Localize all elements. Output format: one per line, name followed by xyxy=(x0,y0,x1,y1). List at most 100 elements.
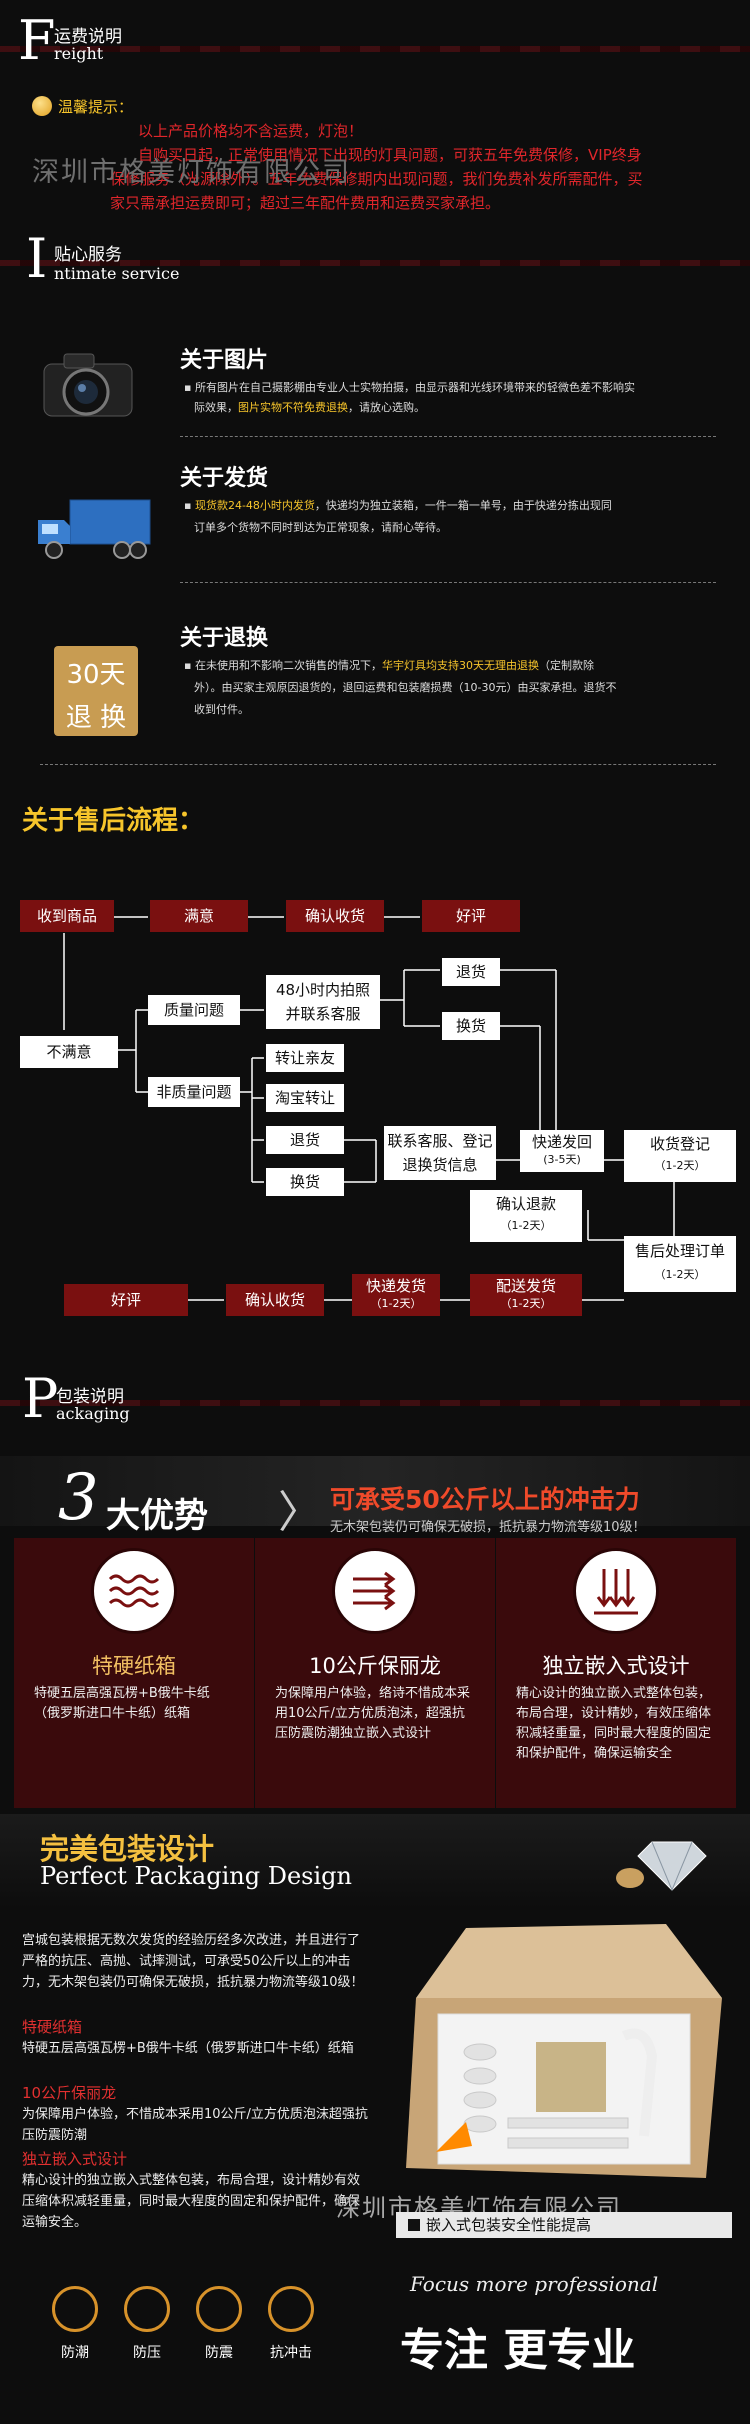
advantage-card-title: 10公斤保丽龙 xyxy=(309,1654,441,1678)
flow-confirm-receipt-final: 确认收货 xyxy=(226,1284,324,1316)
tip-label: 温馨提示： xyxy=(58,98,134,116)
advantage-card-foam: 10公斤保丽龙 为保障用户体验，络诗不惜成本采用10公斤/立方优质泡沫，超强抗压… xyxy=(255,1538,495,1808)
flow-contact-register: 联系客服、登记退换货信息 xyxy=(384,1126,496,1180)
arrows-down-icon xyxy=(573,1548,659,1634)
advantage-banner xyxy=(0,1456,750,1526)
advantage-card-desc: 为保障用户体验，络诗不惜成本采用10公斤/立方优质泡沫，超强抗压防震防潮独立嵌入… xyxy=(275,1686,471,1741)
service-text-shipping-2: 订单多个货物不同时到达为正常现象，请耐心等待。 xyxy=(194,521,447,534)
flow-good-review-final: 好评 xyxy=(64,1284,188,1316)
flow-connectors xyxy=(63,916,675,1301)
feature-title-box: 特硬纸箱 xyxy=(22,2018,83,2036)
section-title-en: ackaging xyxy=(56,1404,130,1423)
badge-line-1: 30天 xyxy=(66,660,126,690)
freight-line-4: 家只需承担运费即可；超过三年配件费用和运费买家承担。 xyxy=(110,194,501,212)
section-title-cn: 运费说明 xyxy=(54,27,122,47)
perfect-title-cn: 完美包装设计 xyxy=(40,1832,215,1866)
moisture-proof-icon xyxy=(52,2286,98,2332)
feature-desc-foam: 为保障用户体验，不惜成本采用10公斤/立方优质泡沫超强抗压防震防潮 xyxy=(22,2107,368,2143)
freight-line-3: 保修服务（光源除外）。五年免费保修期内出现问题，我们免费补发所需配件，买 xyxy=(110,170,643,188)
advantage-title: 大优势 xyxy=(106,1496,208,1536)
return-30-days-icon: 30天 退 换 xyxy=(54,646,138,736)
decor-stripe xyxy=(0,260,750,266)
advantage-card-box: 特硬纸箱 特硬五层高强瓦楞+B俄牛卡纸（俄罗斯进口牛卡纸）纸箱 xyxy=(14,1538,254,1808)
aftersale-title: 关于售后流程： xyxy=(22,806,205,836)
advantage-card-embedded: 独立嵌入式设计 精心设计的独立嵌入式整体包装，布局合理，设计精妙，有效压缩体积减… xyxy=(496,1538,736,1808)
feature-pressure: 防压 xyxy=(133,2345,161,2361)
feature-impact: 抗冲击 xyxy=(270,2345,312,2361)
section-letter-i: I xyxy=(26,227,48,290)
flow-unsatisfied: 不满意 xyxy=(20,1036,118,1068)
service-text-return-3: 收到付件。 xyxy=(194,703,249,716)
feature-shock: 防震 xyxy=(205,2345,233,2361)
divider xyxy=(180,582,716,584)
service-text-photo-2: 际效果，图片实物不符免费退换，请放心选购。 xyxy=(194,401,425,414)
advantage-card-desc: 精心设计的独立嵌入式整体包装，布局合理，设计精妙，有效压缩体积减轻重量，同时最大… xyxy=(516,1686,712,1761)
advantage-card-title: 独立嵌入式设计 xyxy=(542,1654,690,1678)
feature-moisture: 防潮 xyxy=(61,2345,89,2361)
truck-icon xyxy=(34,496,152,562)
service-text-return-2: 外）。由买家主观原因退货的，退回运费和包装磨损费（10-30元）由买家承担。退货… xyxy=(194,681,617,694)
feature-title-foam: 10公斤保丽龙 xyxy=(22,2084,117,2102)
section-title-cn: 贴心服务 xyxy=(54,245,122,265)
service-text-return-1: ▪ 在未使用和不影响二次销售的情况下，华宇灯具均支持30天无理由退换（定制款除 xyxy=(184,659,594,672)
perfect-title-en: Perfect Packaging Design xyxy=(40,1862,352,1890)
decor-stripe xyxy=(0,46,750,52)
flow-photo-contact: 48小时内拍照并联系客服 xyxy=(266,975,380,1029)
service-title-photo: 关于图片 xyxy=(180,348,269,373)
section-title-cn: 包装说明 xyxy=(56,1387,124,1407)
advantage-number: 3 xyxy=(58,1461,99,1535)
flow-return-2: 退货 xyxy=(266,1126,344,1154)
flow-transfer-friend: 转让亲友 xyxy=(266,1044,344,1072)
flow-exchange-2: 换货 xyxy=(266,1168,344,1196)
section-title-en: ntimate service xyxy=(54,264,180,283)
wave-layers-icon xyxy=(91,1548,177,1634)
service-text-shipping-1: ▪ 现货款24-48小时内发货，快递均为独立装箱，一件一箱一单号，由于快递分拣出… xyxy=(184,499,612,512)
flow-good-review: 好评 xyxy=(422,900,520,932)
impact-resistant-icon xyxy=(268,2286,314,2332)
packaging-intro: 宫城包装根据无数次发货的经验历经多次改进，并且进行了严格的抗压、高抛、试摔测试，… xyxy=(22,1933,364,1990)
smiley-icon xyxy=(32,96,52,116)
impact-sub: 无木架包装仍可确保无破损，抵抗暴力物流等级10级！ xyxy=(330,1520,646,1535)
flow-taobao-transfer: 淘宝转让 xyxy=(266,1084,344,1112)
feature-title-embedded: 独立嵌入式设计 xyxy=(22,2150,128,2168)
flow-received: 收到商品 xyxy=(20,900,114,932)
diamond-icon xyxy=(612,1834,708,1894)
feature-desc-box: 特硬五层高强瓦楞+B俄牛卡纸（俄罗斯进口牛卡纸）纸箱 xyxy=(22,2041,354,2056)
camera-icon xyxy=(40,348,136,420)
feature-desc-embedded: 精心设计的独立嵌入式整体包装，布局合理，设计精妙有效压缩体积减轻重量，同时最大程… xyxy=(22,2173,361,2230)
slogan: 专注 更专业 xyxy=(400,2325,636,2376)
shock-proof-icon xyxy=(196,2286,242,2332)
caption-text: 嵌入式包装安全性能提高 xyxy=(426,2216,592,2234)
focus-text: Focus more professional xyxy=(410,2272,659,2296)
arrows-right-icon xyxy=(332,1548,418,1634)
open-box-image xyxy=(396,1918,732,2198)
perfect-banner xyxy=(0,1814,750,1908)
square-bullet-icon xyxy=(408,2219,420,2231)
watermark: 深圳市格美灯饰有限公司 xyxy=(32,157,351,188)
divider xyxy=(180,436,716,438)
flow-return: 退货 xyxy=(442,958,500,986)
flow-confirm-receipt: 确认收货 xyxy=(286,900,384,932)
freight-line-2: 自购买日起，正常使用情况下出现的灯具问题，可获五年免费保修，VIP终身 xyxy=(138,146,642,164)
impact-headline: 可承受50公斤以上的冲击力 xyxy=(330,1485,640,1514)
section-title-en: reight xyxy=(54,44,104,63)
flow-confirm-refund: 确认退款（1-2天） xyxy=(470,1190,582,1242)
section-letter-p: P xyxy=(22,1367,59,1430)
flow-receipt-register: 收货登记（1-2天） xyxy=(624,1130,736,1182)
flow-exchange: 换货 xyxy=(442,1012,500,1040)
decor-stripe xyxy=(0,1400,750,1406)
flow-quality-issue: 质量问题 xyxy=(148,995,240,1025)
freight-line-1: 以上产品价格均不含运费，灯泡！ xyxy=(138,122,364,140)
advantage-card-desc: 特硬五层高强瓦楞+B俄牛卡纸（俄罗斯进口牛卡纸）纸箱 xyxy=(34,1686,210,1721)
flow-express-ship: 快递发货（1-2天） xyxy=(352,1274,440,1316)
flow-delivery: 配送发货（1-2天） xyxy=(470,1274,582,1316)
service-title-shipping: 关于发货 xyxy=(180,466,269,491)
service-text-photo-1: ▪ 所有图片在自己摄影棚由专业人士实物拍摄，由显示器和光线环境带来的轻微色差不影… xyxy=(184,381,635,394)
chevron-right-icon: 〉 xyxy=(278,1487,322,1538)
flow-process-order: 售后处理订单（1-2天） xyxy=(624,1236,736,1292)
service-title-return: 关于退换 xyxy=(180,626,269,651)
badge-line-2: 退 换 xyxy=(65,703,127,733)
flow-non-quality-issue: 非质量问题 xyxy=(148,1077,240,1107)
pressure-proof-icon xyxy=(124,2286,170,2332)
caption-bar: 嵌入式包装安全性能提高 xyxy=(396,2212,732,2238)
